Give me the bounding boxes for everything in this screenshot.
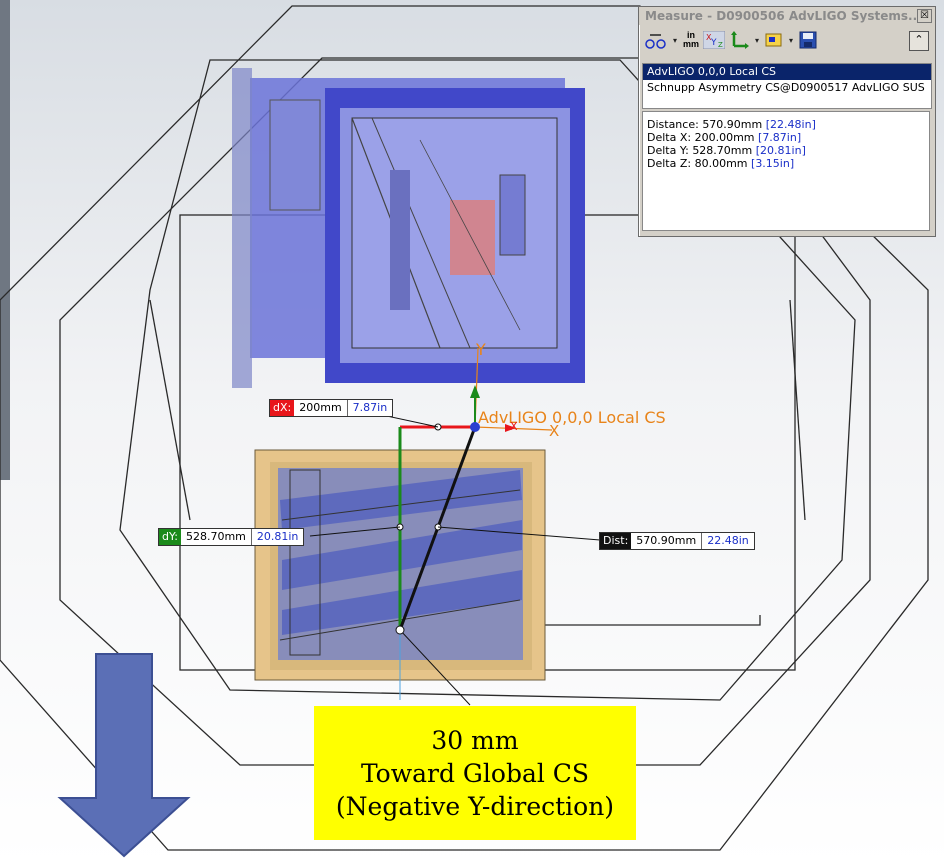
result-delta-y-label: Delta Y: — [647, 144, 689, 157]
result-delta-z-alt: 3.15in — [755, 157, 790, 170]
units-bottom-label: mm — [683, 39, 700, 49]
coordinate-system-icon[interactable] — [765, 30, 783, 50]
result-distance-alt: 22.48in — [770, 118, 812, 131]
measure-title-bar[interactable]: Measure - D0900506 AdvLIGO Systems... ☒ — [639, 7, 935, 25]
note-line-distance: 30 mm — [431, 725, 519, 755]
svg-text:Z: Z — [718, 41, 723, 49]
result-delta-x-value: 200.00mm — [694, 131, 755, 144]
cs-origin-label: AdvLIGO 0,0,0 Local CS — [478, 408, 666, 427]
dx-callout-alt-value: 7.87in — [352, 401, 388, 414]
annotation-note: 30 mm Toward Global CS (Negative Y-direc… — [314, 706, 636, 840]
svg-text:Y: Y — [710, 38, 717, 48]
dy-callout[interactable]: dY: 528.70mm 20.81in — [158, 528, 305, 546]
note-line-target: Toward Global CS — [360, 758, 590, 788]
dy-callout-alt-value: 20.81in — [256, 530, 299, 543]
dist-callout-value: 570.90mm — [631, 533, 703, 549]
measurement-lines — [309, 347, 601, 706]
selection-item[interactable]: AdvLIGO 0,0,0 Local CS — [643, 64, 931, 80]
result-delta-x-alt: 7.87in — [762, 131, 797, 144]
measure-panel[interactable]: Measure - D0900506 AdvLIGO Systems... ☒ … — [638, 6, 936, 237]
close-button[interactable]: ☒ — [917, 9, 932, 23]
dist-callout-label: Dist: — [600, 533, 632, 549]
point-to-point-icon[interactable] — [729, 30, 750, 50]
units-top-label: in — [687, 30, 696, 40]
measure-window-title: Measure - D0900506 AdvLIGO Systems... — [645, 9, 922, 23]
cs-x-axis-small-label: X — [510, 420, 518, 433]
cs-y-axis-label: Y — [476, 340, 486, 359]
save-icon[interactable] — [799, 30, 817, 50]
result-delta-y: Delta Y: 528.70mm [20.81in] — [647, 144, 806, 157]
result-delta-y-alt: 20.81in — [760, 144, 802, 157]
result-distance-value: 570.90mm — [702, 118, 763, 131]
optical-table-upper — [232, 68, 585, 388]
dy-callout-label: dY: — [159, 529, 181, 545]
units-icon[interactable]: in mm — [683, 30, 699, 50]
result-delta-z-value: 80.00mm — [694, 157, 748, 170]
measure-results: Distance: 570.90mm [22.48in] Delta X: 20… — [642, 111, 930, 231]
dist-callout-alt-value: 22.48in — [707, 534, 749, 547]
arc-measure-icon[interactable] — [645, 30, 667, 50]
note-line-direction: (Negative Y-direction) — [335, 791, 615, 821]
dy-callout-value: 528.70mm — [181, 529, 252, 545]
coordinate-system-dropdown[interactable]: ▾ — [789, 35, 794, 45]
dx-callout-value: 200mm — [294, 400, 348, 416]
dx-callout-label: dX: — [270, 400, 295, 416]
point-to-point-dropdown[interactable]: ▾ — [755, 35, 760, 45]
result-delta-z: Delta Z: 80.00mm [3.15in] — [647, 157, 795, 170]
left-window-edge — [0, 0, 10, 480]
down-arrow-icon — [57, 653, 191, 858]
result-delta-y-value: 528.70mm — [692, 144, 753, 157]
result-distance: Distance: 570.90mm [22.48in] — [647, 118, 816, 131]
result-distance-label: Distance: — [647, 118, 699, 131]
close-icon: ☒ — [920, 10, 929, 21]
dist-callout[interactable]: Dist: 570.90mm 22.48in — [599, 532, 755, 550]
result-delta-x: Delta X: 200.00mm [7.87in] — [647, 131, 802, 144]
svg-text:X: X — [706, 33, 712, 42]
result-delta-z-label: Delta Z: — [647, 157, 692, 170]
arc-measure-dropdown[interactable]: ▾ — [673, 35, 678, 45]
selection-item[interactable]: Schnupp Asymmetry CS@D0900517 AdvLIGO SU… — [647, 81, 925, 94]
chevron-up-icon: ⌃ — [914, 34, 924, 46]
cs-x-axis-label: X — [549, 422, 560, 440]
selection-list[interactable]: AdvLIGO 0,0,0 Local CS Schnupp Asymmetry… — [642, 63, 932, 109]
dx-callout[interactable]: dX: 200mm 7.87in — [269, 399, 394, 417]
result-delta-x-label: Delta X: — [647, 131, 692, 144]
collapse-button[interactable]: ⌃ — [909, 31, 929, 51]
